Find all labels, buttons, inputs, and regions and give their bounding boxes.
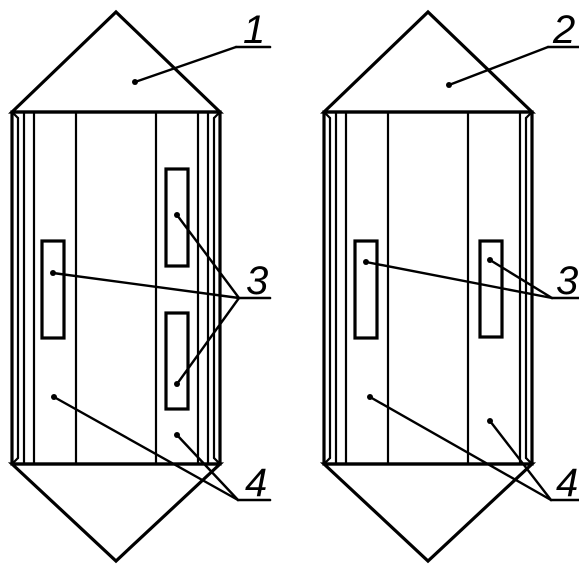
leader-line-3e [488,258,554,300]
right-body-frame [322,110,534,466]
right-slot-right [478,239,504,339]
left-slot-middle [40,239,66,340]
r-left-bevel-tl [322,110,332,120]
leader-line-3b [175,213,241,300]
leader-line-4d [488,419,553,502]
callout-label-4: 4 [245,461,267,505]
leader-line-4c [368,395,553,502]
right-slot-left [353,239,379,340]
callout-label-3b: 3 [556,259,578,303]
left-assembly [7,9,225,564]
left-bevel-tl [10,110,20,120]
callout-label-4b: 4 [556,461,578,505]
leader-line-3a [51,271,241,300]
callouts: 1 2 3 3 4 4 [50,8,579,505]
leader-line-3c [175,296,241,386]
left-slot-upper [164,167,190,268]
leader-line-4b [175,433,240,502]
leader-line-2 [447,45,550,87]
left-bevel-bl [10,456,20,466]
right-bottom-cap [319,462,537,564]
right-assembly [319,9,537,564]
right-bevel-br [212,456,222,466]
r-right-bevel-tr [524,110,534,120]
right-top-cap [320,9,536,114]
right-bevel-tr [212,110,222,120]
r-left-bevel-bl [322,456,332,466]
callout-label-1: 1 [243,8,265,52]
leader-line-4a [52,395,240,502]
leader-line-1 [133,45,238,84]
left-bottom-cap [7,462,225,564]
left-slot-lower [164,311,190,411]
left-top-cap [8,9,224,114]
leader-line-3d [364,260,554,300]
r-right-bevel-br [524,456,534,466]
callout-label-2: 2 [552,8,575,52]
left-body-frame [10,110,222,466]
callout-label-3: 3 [246,259,268,303]
